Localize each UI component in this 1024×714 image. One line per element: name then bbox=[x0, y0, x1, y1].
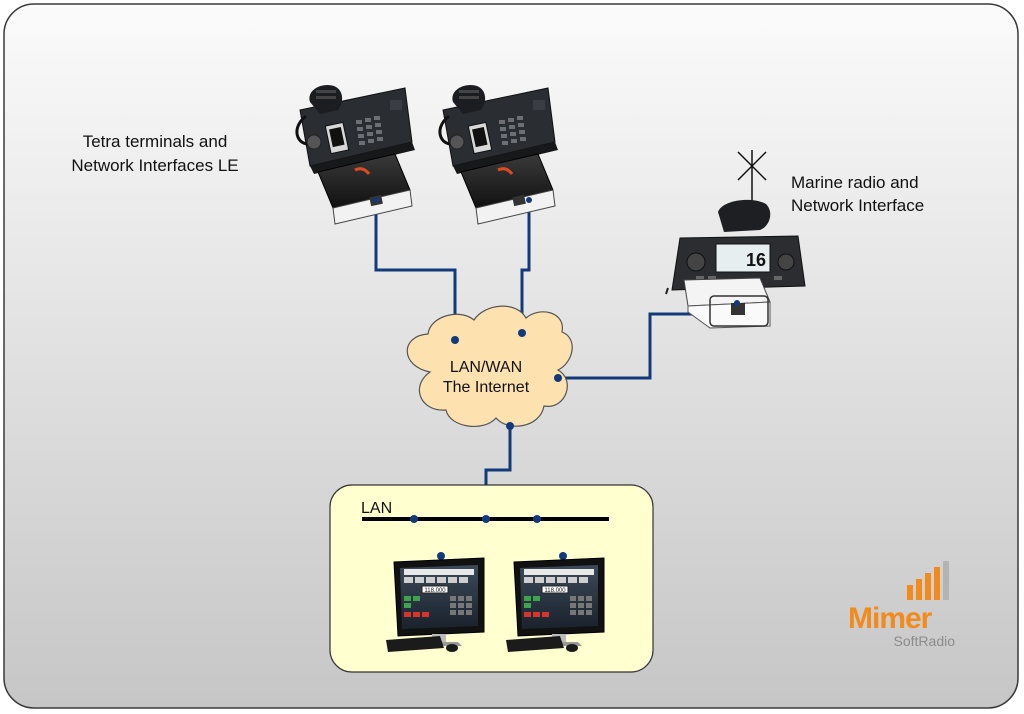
connection-dot bbox=[451, 336, 459, 344]
mouse-icon bbox=[446, 644, 458, 652]
wire-tetra-1 bbox=[374, 200, 457, 340]
radio-keypad bbox=[356, 116, 383, 145]
logo-subtitle: SoftRadio bbox=[894, 633, 956, 649]
connection-dot bbox=[734, 300, 740, 306]
tetra-terminal-1 bbox=[295, 84, 415, 225]
cloud-label-line-2: The Internet bbox=[443, 379, 530, 396]
wire-tetra-2 bbox=[520, 200, 531, 333]
tetra-terminal-2 bbox=[438, 84, 558, 225]
keyboard-icon bbox=[506, 636, 564, 652]
lan-label: LAN bbox=[361, 500, 392, 517]
connection-dot bbox=[518, 329, 526, 337]
operator-pc-2: 118.000 bbox=[506, 557, 605, 652]
operator-screen-value: 118.000 bbox=[544, 588, 566, 594]
tetra-label: Tetra terminals and Network Interfaces L… bbox=[71, 132, 238, 175]
marine-radio: 16 bbox=[665, 150, 806, 329]
connection-dot bbox=[533, 515, 541, 523]
marine-label: Marine radio and Network Interface bbox=[791, 173, 924, 215]
connection-dot bbox=[373, 197, 379, 203]
tetra-label-line-2: Network Interfaces LE bbox=[71, 156, 238, 175]
marine-microphone-icon bbox=[718, 199, 771, 232]
connection-dots bbox=[373, 197, 740, 430]
connection-dot bbox=[559, 552, 567, 560]
signal-bars-icon bbox=[907, 561, 949, 600]
operator-screen-value: 118.000 bbox=[424, 588, 446, 594]
marine-radio-display bbox=[715, 243, 771, 273]
lan-panel: LAN 118.000 bbox=[329, 484, 654, 673]
connection-dot bbox=[526, 197, 532, 203]
mouse-icon bbox=[566, 644, 578, 652]
cloud-label-line-1: LAN/WAN bbox=[450, 359, 522, 376]
network-interface-box bbox=[460, 153, 556, 225]
marine-network-interface-box bbox=[683, 277, 771, 329]
connection-dot bbox=[437, 552, 445, 560]
internet-cloud: LAN/WAN The Internet bbox=[406, 305, 573, 427]
network-interface-box bbox=[317, 153, 413, 225]
connection-dot bbox=[482, 515, 490, 523]
keyboard-icon bbox=[386, 636, 444, 652]
mimer-softradio-logo: Mimer SoftRadio bbox=[848, 561, 955, 649]
operator-pc-1: 118.000 bbox=[386, 557, 485, 652]
marine-channel-display: 16 bbox=[746, 250, 766, 270]
marine-label-line-2: Network Interface bbox=[791, 196, 924, 215]
tetra-label-line-1: Tetra terminals and bbox=[83, 132, 228, 151]
logo-name: Mimer bbox=[848, 602, 933, 635]
marine-label-line-1: Marine radio and bbox=[791, 173, 919, 192]
connection-dot bbox=[410, 515, 418, 523]
connection-dot bbox=[506, 422, 514, 430]
connection-dot bbox=[554, 374, 562, 382]
